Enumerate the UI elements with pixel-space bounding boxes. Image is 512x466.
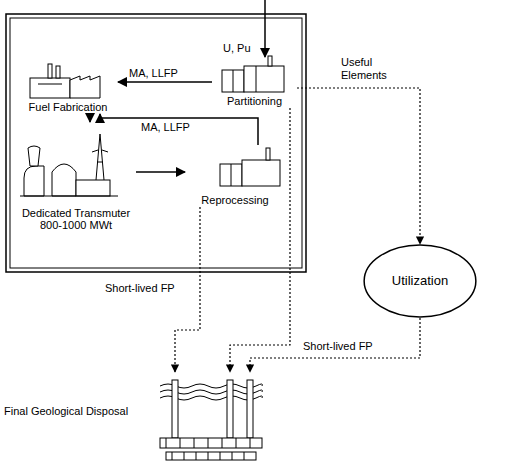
flow-arrow xyxy=(136,171,185,173)
edge-label: Short-lived FP xyxy=(104,282,176,295)
disposal-node: Final Geological Disposal xyxy=(4,372,262,466)
partitioning-icon xyxy=(222,56,284,92)
edge-label: Useful Elements xyxy=(340,56,404,81)
dotted-flow xyxy=(250,318,420,372)
node-label: Reprocessing xyxy=(201,194,268,207)
reactor-node: Dedicated Transmuter800-1000 MWt xyxy=(16,122,136,232)
process-node: Partitioning xyxy=(212,58,297,108)
edge-label: Short-lived FP xyxy=(302,340,374,353)
node-label: Fuel Fabrication xyxy=(29,101,108,114)
edge-label: MA, LLFP xyxy=(140,121,191,134)
input-arrow xyxy=(264,0,266,57)
utilization-ellipse: Utilization xyxy=(363,244,477,318)
node-label: Partitioning xyxy=(227,95,282,108)
flow-arrow xyxy=(118,81,212,83)
transmuter-icon xyxy=(20,134,118,196)
process-node: Fuel Fabrication xyxy=(18,62,118,114)
flow-arrow xyxy=(89,114,91,122)
edge-label: MA, LLFP xyxy=(128,67,179,80)
dotted-flow xyxy=(297,88,420,244)
flow-arrow xyxy=(100,114,258,145)
node-label: Final Geological Disposal xyxy=(4,405,128,418)
dotted-flow xyxy=(230,108,290,372)
node-label: Utilization xyxy=(392,274,448,289)
fabrication-icon xyxy=(30,64,100,98)
dotted-flow xyxy=(175,207,200,372)
flow-label: U, Pu xyxy=(222,42,252,55)
frame-inner xyxy=(10,18,302,268)
frame-outer xyxy=(6,14,306,272)
node-label: 800-1000 MWt xyxy=(40,219,112,232)
node-label: Dedicated Transmuter xyxy=(22,207,130,220)
repository-illustration xyxy=(160,380,262,460)
process-node: Reprocessing xyxy=(185,145,285,207)
reprocessing-icon xyxy=(220,148,280,186)
